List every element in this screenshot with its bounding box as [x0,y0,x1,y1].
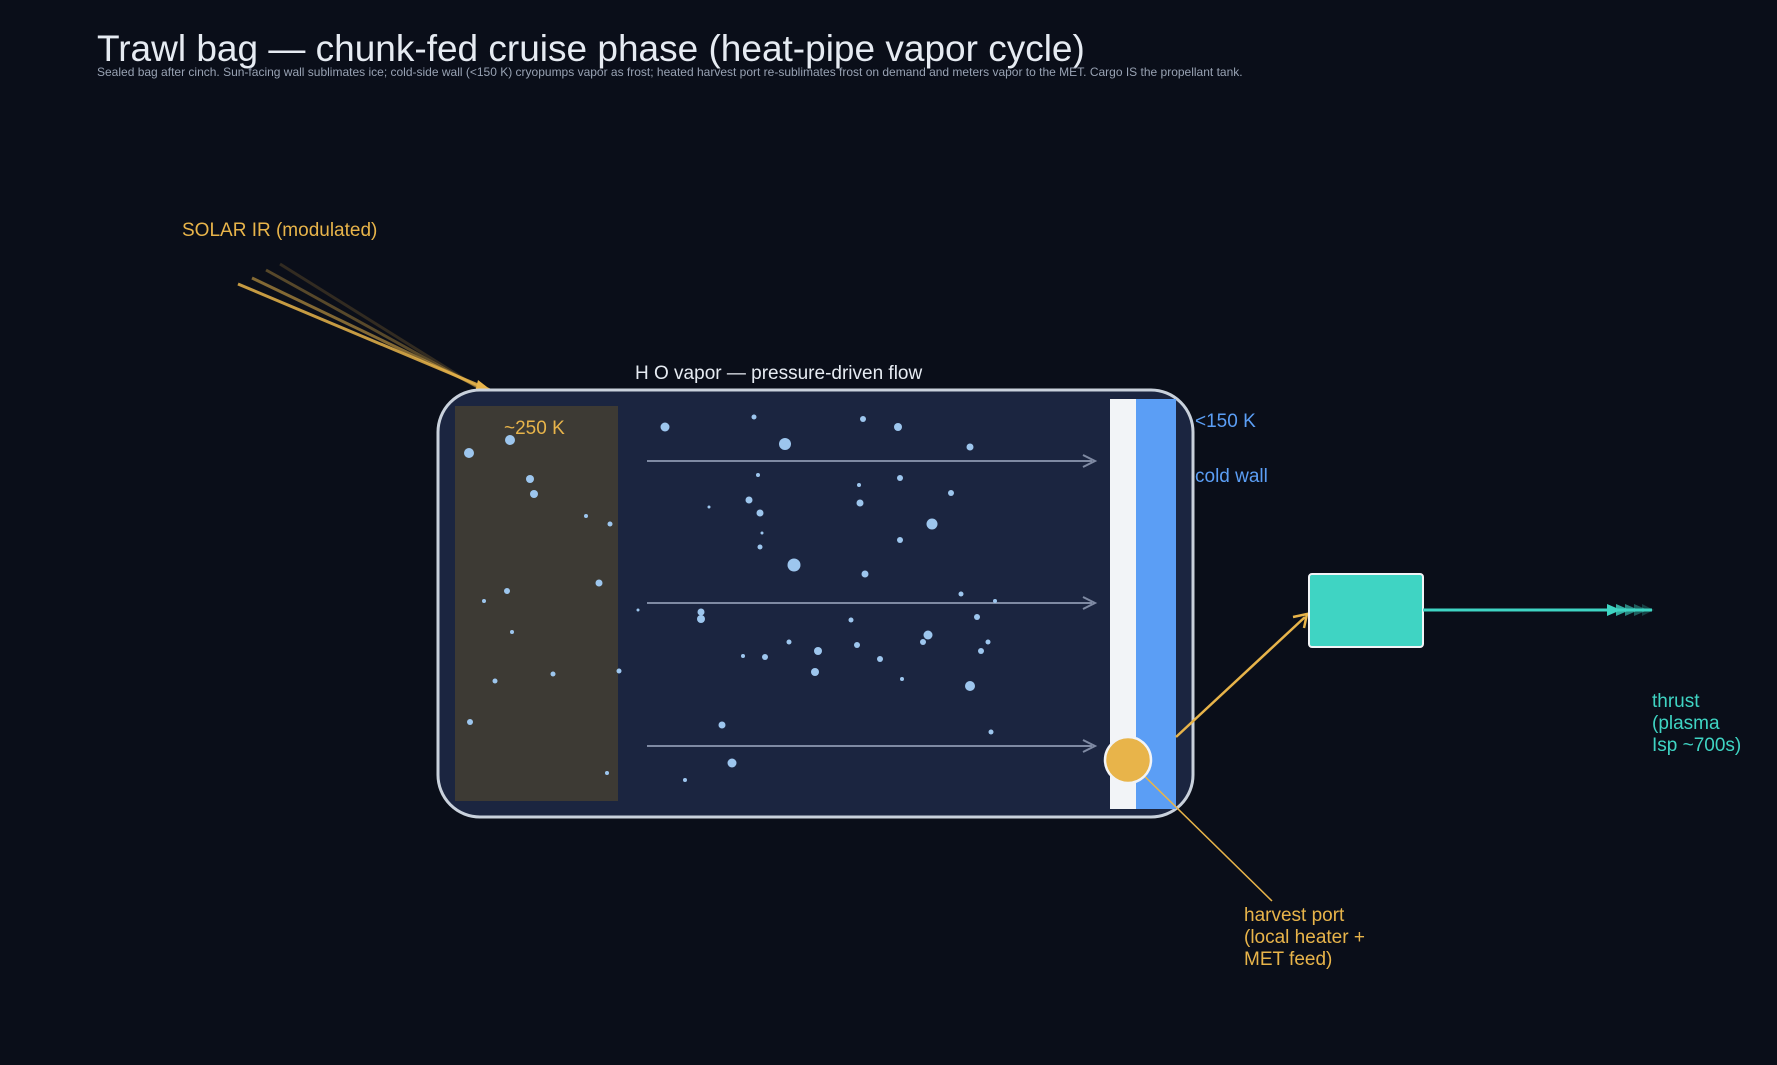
particle [607,521,613,527]
particle [861,570,869,578]
particle [854,642,860,648]
particle [993,599,997,603]
particle [811,668,819,676]
flow-arrow-3-head [1082,739,1098,753]
harvest-port-label-line-3: MET feed) [1244,949,1332,970]
particle [848,617,854,623]
particle [616,668,622,674]
particle [897,537,903,543]
particle [707,505,711,509]
particle [958,591,964,597]
cold-wall-label: cold wall [1195,466,1268,487]
particle [814,647,822,655]
particle [530,490,538,498]
page-subtitle: Sealed bag after cinch. Sun-facing wall … [97,65,1243,79]
particle [787,558,801,572]
cold-wall [1136,399,1176,809]
particle [482,599,486,603]
particle [504,588,510,594]
solar-ir-label: SOLAR IR (modulated) [182,220,377,241]
particle [897,475,903,481]
exhaust-chevron [1642,604,1654,616]
particle [877,656,883,662]
particle [751,414,757,420]
particle [464,448,474,458]
warm-zone [455,406,618,801]
particle [756,473,760,477]
particle [857,483,861,487]
particle [683,778,687,782]
page-title: Trawl bag — chunk-fed cruise phase (heat… [97,28,1085,69]
cold-temp-label: <150 K [1195,411,1256,432]
harvest-port-label-line-2: (local heater + [1244,927,1365,948]
particle [510,630,514,634]
particle [741,654,745,658]
met-feed-line [1175,616,1306,738]
particle [948,490,954,496]
particle [526,475,534,483]
particle [966,443,974,451]
particle [636,608,640,612]
met-engine-icon [1308,573,1424,648]
met-feed-arrowhead [1292,612,1309,629]
particle [697,615,705,623]
particle [965,681,975,691]
particle [786,639,792,645]
particle [760,531,764,535]
particle [492,678,498,684]
warm-temp-label: ~250 K [504,418,565,439]
thrust-label-line-3: Isp ~700s) [1652,735,1741,756]
thrust-label: thrust (plasma Isp ~700s) [1652,691,1741,756]
particle [988,729,994,735]
particle [505,435,515,445]
exhaust-chevron [1616,604,1630,616]
exhaust-chevron [1607,604,1621,616]
exhaust-plume [1423,604,1654,616]
harvest-port-label-line-1: harvest port [1244,905,1345,926]
particle [584,514,588,518]
particle [978,648,984,654]
particle [920,639,926,645]
harvest-port-pointer [1127,759,1273,902]
particle [727,758,737,768]
particle [550,671,556,677]
particle [860,416,866,422]
flow-arrow-1-head [1082,454,1098,468]
particle [900,677,904,681]
solar-rays [237,262,491,397]
exhaust-chevron [1625,604,1639,616]
harvest-port-icon [1103,735,1153,785]
particle [660,422,670,432]
particle [595,579,603,587]
particle [894,423,902,431]
particle [605,771,609,775]
thrust-label-line-2: (plasma [1652,713,1720,734]
particle [926,518,938,530]
particle [762,654,768,660]
flow-arrow-2-head [1082,596,1098,610]
particle [985,639,991,645]
particle [467,719,473,725]
particle [745,496,753,504]
solar-ray-1 [279,262,491,397]
vapor-flow-label: H O vapor — pressure-driven flow [635,363,922,384]
exhaust-chevron [1634,604,1648,616]
vapor-flow-arrows [647,454,1098,753]
solar-ray-4 [237,282,491,392]
particle [779,438,791,450]
particle [757,544,763,550]
particle [718,721,726,729]
particle [923,630,933,640]
thrust-label-line-1: thrust [1652,691,1700,712]
vapor-particles [464,414,997,782]
particle [697,608,705,616]
particle [974,614,980,620]
particle [756,509,764,517]
harvest-port-label: harvest port (local heater + MET feed) [1244,905,1370,970]
particle [856,499,864,507]
